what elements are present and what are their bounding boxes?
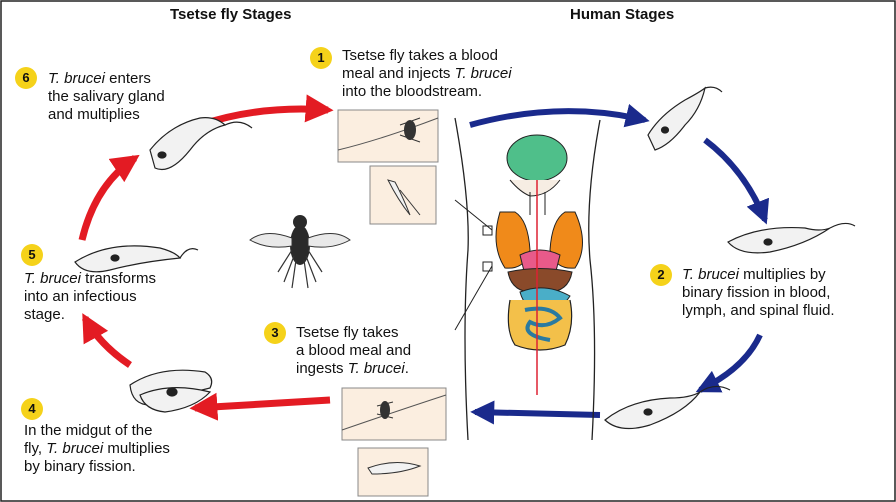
step-1-line: meal and injects T. brucei xyxy=(342,65,512,83)
step-5-line: T. brucei transforms xyxy=(24,270,156,288)
step-text-segment: T. brucei xyxy=(455,65,512,82)
step-4-line: In the midgut of the xyxy=(24,422,170,440)
step-5-line: stage. xyxy=(24,306,156,324)
brain-organ xyxy=(507,135,567,181)
step-2-line: T. brucei multiplies by xyxy=(682,266,835,284)
step-2-line: lymph, and spinal fluid. xyxy=(682,302,835,320)
step-6-line: the salivary gland xyxy=(48,88,165,106)
step-text-segment: meal and injects xyxy=(342,65,455,82)
step-2-line: binary fission in blood, xyxy=(682,284,835,302)
human-body-anatomy xyxy=(455,118,600,440)
step-text-segment: fly, xyxy=(24,440,46,457)
step-text-segment: T. brucei xyxy=(24,270,81,287)
panel-step-1 xyxy=(338,110,438,224)
step-5-line: into an infectious xyxy=(24,288,156,306)
step-text-segment: Tsetse fly takes a blood xyxy=(342,47,498,64)
arrow-blood-to-multiply xyxy=(705,140,765,220)
header-human-stages: Human Stages xyxy=(570,6,674,23)
arrow-multiply-to-return xyxy=(700,335,760,390)
step-text-segment: T. brucei xyxy=(48,70,105,87)
trypanosome-human-2 xyxy=(728,223,855,252)
step-text-segment: T. brucei xyxy=(682,266,739,283)
step-6-line: and multiplies xyxy=(48,106,165,124)
step-text-segment: T. brucei xyxy=(46,440,103,457)
step-text-segment: In the midgut of the xyxy=(24,422,152,439)
trypanosome-human-1 xyxy=(648,87,722,150)
arrow-4-to-5 xyxy=(85,318,130,365)
step-text-segment: T. brucei xyxy=(348,360,405,377)
step-text-segment: a blood meal and xyxy=(296,342,411,359)
trypanosome-stage-6 xyxy=(150,118,252,170)
header-tsetse-stages: Tsetse fly Stages xyxy=(170,6,291,23)
step-4-line: by binary fission. xyxy=(24,458,170,476)
panel-step-3 xyxy=(342,388,446,496)
step-2-badge: 2 xyxy=(650,264,672,286)
step-6-line: T. brucei enters xyxy=(48,70,165,88)
step-1-line: into the bloodstream. xyxy=(342,83,512,101)
step-text-segment: enters xyxy=(105,70,151,87)
step-6-badge: 6 xyxy=(15,67,37,89)
arrow-3-to-4 xyxy=(195,400,330,408)
step-text-segment: by binary fission. xyxy=(24,458,136,475)
step-3-line: Tsetse fly takes xyxy=(296,324,411,342)
step-text-segment: into an infectious xyxy=(24,288,137,305)
trypanosome-human-3 xyxy=(605,386,730,428)
tsetse-fly-illustration xyxy=(250,215,350,288)
step-text-segment: stage. xyxy=(24,306,65,323)
step-text-segment: into the bloodstream. xyxy=(342,83,482,100)
step-text-segment: transforms xyxy=(81,270,156,287)
step-5-badge: 5 xyxy=(21,244,43,266)
step-1-badge: 1 xyxy=(310,47,332,69)
step-text-segment: binary fission in blood, xyxy=(682,284,830,301)
step-1-line: Tsetse fly takes a blood xyxy=(342,47,512,65)
step-text-segment: and multiplies xyxy=(48,106,140,123)
trypanosome-stage-5 xyxy=(75,246,198,272)
step-3-line: ingests T. brucei. xyxy=(296,360,411,378)
step-text-segment: Tsetse fly takes xyxy=(296,324,399,341)
step-text-segment: multiplies by xyxy=(739,266,826,283)
step-text-segment: . xyxy=(405,360,409,377)
step-4-line: fly, T. brucei multiplies xyxy=(24,440,170,458)
step-4-badge: 4 xyxy=(21,398,43,420)
arrow-1-to-human xyxy=(470,111,645,125)
step-3-line: a blood meal and xyxy=(296,342,411,360)
step-text-segment: the salivary gland xyxy=(48,88,165,105)
step-3-badge: 3 xyxy=(264,322,286,344)
arrow-return-to-3 xyxy=(475,412,600,415)
step-text-segment: lymph, and spinal fluid. xyxy=(682,302,835,319)
step-text-segment: multiplies xyxy=(103,440,170,457)
arrow-5-to-6 xyxy=(82,158,135,240)
step-text-segment: ingests xyxy=(296,360,348,377)
